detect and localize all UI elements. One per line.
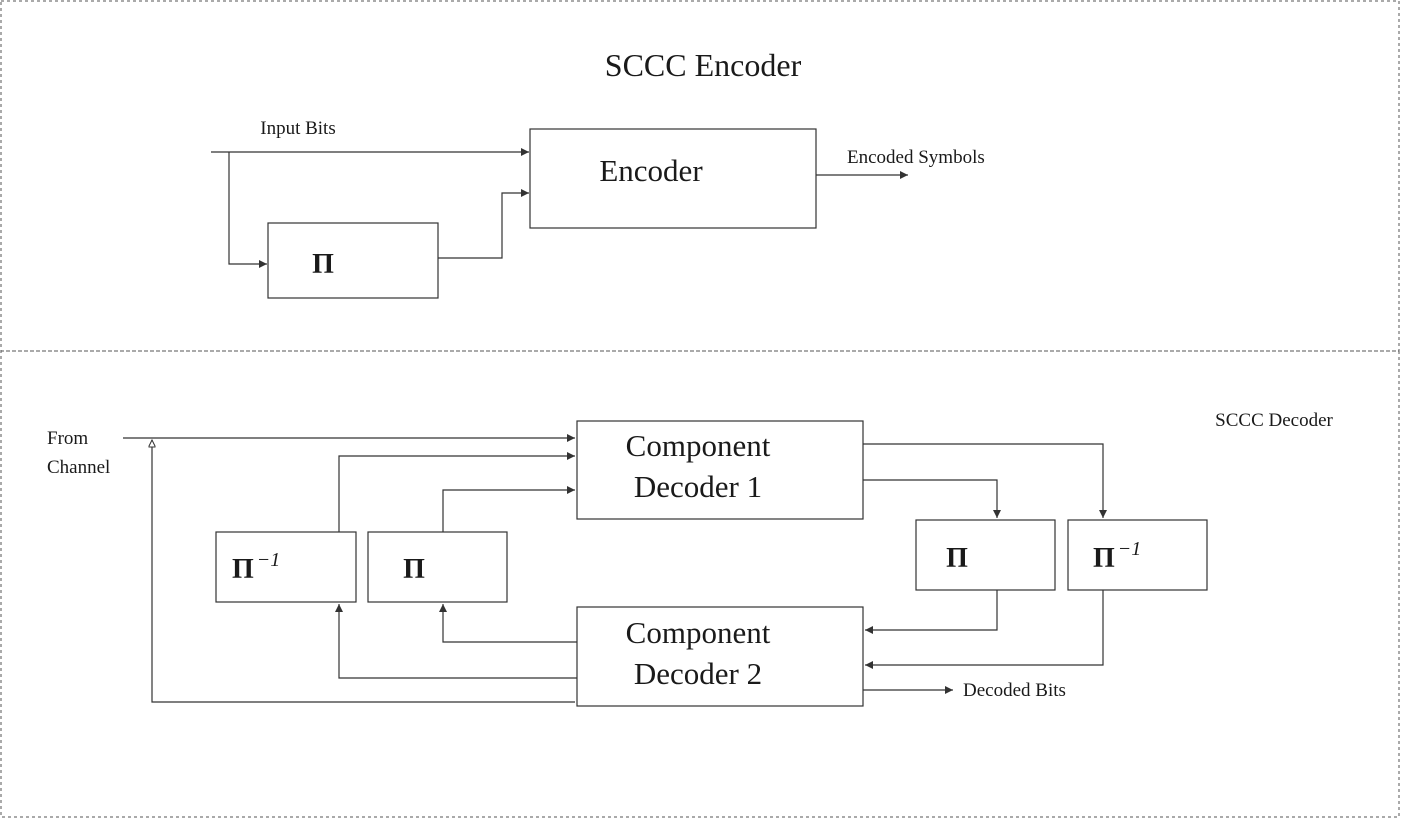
decoder-frame bbox=[0, 350, 1400, 818]
decoder2-feedback-arrow bbox=[152, 440, 575, 703]
interleaver-to-decoder2-arrow bbox=[865, 590, 998, 634]
interleaver-output-arrow bbox=[438, 189, 529, 259]
encoder-title: SCCC Encoder bbox=[605, 47, 802, 83]
component-decoder-2-line1: Component bbox=[626, 615, 771, 650]
left-deinterleaver-exponent: −1 bbox=[257, 549, 281, 571]
right-deinterleaver-exponent: −1 bbox=[1118, 538, 1142, 560]
right-interleaver-symbol: Π bbox=[946, 543, 968, 574]
decoder1-to-interleaver-arrow bbox=[863, 479, 1001, 518]
right-deinterleaver-box bbox=[1067, 519, 1208, 591]
interleaver-input-arrow bbox=[228, 152, 267, 268]
deinterleaver-to-decoder1-arrow bbox=[338, 452, 575, 532]
from-channel-label-line1: From bbox=[47, 428, 88, 449]
component-decoder-2-box bbox=[576, 606, 864, 707]
encoder-interleaver-symbol: Π bbox=[312, 249, 334, 280]
component-decoder-1-line1: Component bbox=[626, 428, 771, 463]
encoder-label: Encoder bbox=[599, 153, 703, 188]
left-interleaver-box bbox=[367, 531, 508, 603]
decoder2-to-interleaver-arrow bbox=[439, 604, 577, 643]
right-interleaver-box bbox=[915, 519, 1056, 591]
component-decoder-1-line2: Decoder 1 bbox=[634, 469, 762, 504]
interleaver-to-decoder1-arrow bbox=[442, 486, 575, 532]
encoded-symbols-label: Encoded Symbols bbox=[847, 147, 985, 168]
right-deinterleaver-label: Π−1 bbox=[1093, 538, 1141, 574]
right-deinterleaver-symbol: Π bbox=[1093, 543, 1115, 574]
deinterleaver-to-decoder2-arrow bbox=[865, 590, 1104, 669]
decoder1-to-deinterleaver-arrow bbox=[863, 443, 1107, 518]
encoder-frame bbox=[0, 0, 1400, 352]
component-decoder-2-line2: Decoder 2 bbox=[634, 656, 762, 691]
decoded-bits-label: Decoded Bits bbox=[963, 680, 1066, 701]
left-deinterleaver-symbol: Π bbox=[232, 554, 254, 585]
decoder2-to-deinterleaver-arrow bbox=[335, 604, 577, 679]
from-channel-label-line2: Channel bbox=[47, 457, 110, 478]
component-decoder-1-box bbox=[576, 420, 864, 520]
left-deinterleaver-box bbox=[215, 531, 357, 603]
encoder-box bbox=[529, 128, 817, 229]
decoder-title: SCCC Decoder bbox=[1215, 410, 1333, 431]
left-deinterleaver-label: Π−1 bbox=[232, 549, 280, 585]
input-bits-label: Input Bits bbox=[260, 118, 335, 139]
left-interleaver-symbol: Π bbox=[403, 554, 425, 585]
encoder-interleaver-box bbox=[267, 222, 439, 299]
